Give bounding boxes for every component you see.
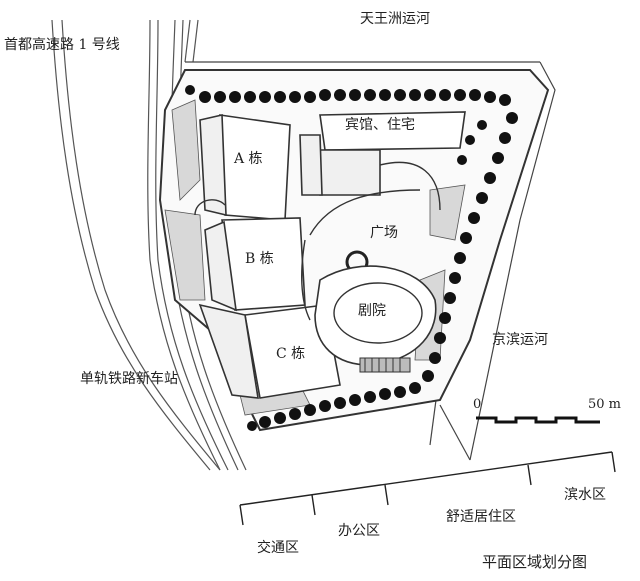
building-b-label: B 栋: [245, 251, 274, 267]
plaza-curves: [194, 161, 441, 321]
building-a-footprint: [219, 114, 291, 221]
canal-edges: [185, 61, 556, 461]
trees: [185, 85, 518, 431]
hotel-residence-footprint: [319, 111, 466, 151]
stairs: [359, 357, 411, 373]
canal-east-label: 京滨运河: [492, 332, 548, 348]
zone-waterfront-label: 滨水区: [564, 487, 606, 503]
theater: [314, 265, 437, 366]
scale-end-label: 50 m: [588, 397, 622, 412]
figure-caption: 平面区域划分图: [482, 553, 588, 571]
scale-bar: [476, 416, 600, 424]
zone-office-label: 办公区: [338, 523, 380, 539]
monorail-station-label: 单轨铁路新车站: [80, 371, 178, 387]
zone-residential-label: 舒适居住区: [446, 509, 516, 525]
zone-transport-label: 交通区: [257, 540, 299, 556]
theater-label: 剧院: [358, 303, 386, 319]
plaza-label: 广场: [370, 225, 398, 241]
building-c-label: C 栋: [276, 346, 306, 362]
building-a-label: A 栋: [234, 151, 263, 167]
canal-north-label: 天王洲运河: [360, 11, 430, 27]
hotel-residence-label: 宾馆、住宅: [345, 117, 415, 133]
scale-start-label: 0: [473, 397, 482, 412]
zone-brackets: [239, 451, 616, 526]
expressway-label: 首都高速路 1 号线: [4, 37, 120, 53]
